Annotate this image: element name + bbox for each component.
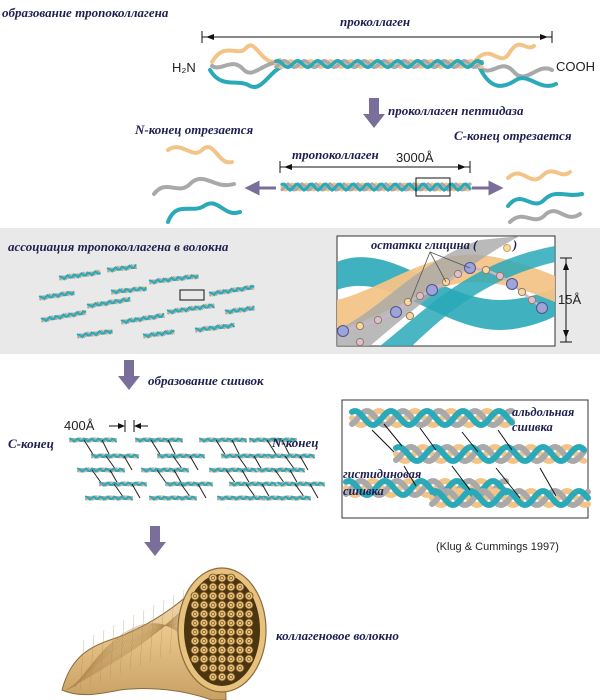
down-arrow-2: [118, 360, 140, 390]
tropocollagen-label: тропоколлаген: [292, 147, 379, 162]
down-arrow-1: [363, 98, 385, 128]
histidine-crosslink-label-1: гистидиновая: [343, 467, 422, 481]
tropocollagen-zoom-box: [415, 177, 451, 197]
tropocollagen-formation-title: образование тропоколлагена: [2, 5, 169, 20]
crosslinked-array: [69, 437, 325, 502]
n-end-cut-label: N-конец отрезается: [135, 122, 254, 137]
c-end-cut-label: C-конец отрезается: [454, 128, 572, 143]
cleaved-c-fragments: [506, 169, 584, 224]
tropocollagen-dimension: [279, 161, 471, 173]
procollagen-molecule: [208, 42, 558, 89]
citation: (Klug & Cummings 1997): [436, 541, 559, 553]
collagen-fiber: [61, 567, 267, 700]
glycine-chain: [337, 262, 548, 347]
glycine-inset: [336, 235, 572, 347]
glycine-label-close: ): [513, 238, 518, 252]
helix-15-label: 15Å: [558, 292, 582, 307]
glycine-legend-dot: [503, 244, 511, 252]
crosslink-inset: [341, 399, 591, 519]
gap-400-dimension: [109, 420, 148, 432]
aldol-crosslink-label-1: альдольная: [512, 405, 575, 419]
collagen-fiber-label: коллагеновое волокно: [276, 628, 399, 643]
association-label: ассоциация тропоколлагена в волокна: [8, 239, 229, 254]
gap-400-label: 400Å: [64, 418, 95, 433]
procollagen-dimension: [201, 31, 553, 43]
peptidase-label: проколлаген пептидаза: [388, 103, 524, 118]
procollagen-label: проколлаген: [340, 14, 411, 29]
cleaved-n-fragments: [152, 145, 242, 224]
cooh-terminus-label: COOH: [556, 59, 595, 74]
assembly-zoom-box: [179, 289, 205, 301]
crosslink-formation-label: образование сшивок: [148, 373, 264, 388]
histidine-crosslink-label-2: сшивка: [343, 484, 384, 498]
n-end-label: N-конец: [272, 435, 319, 450]
h2n-terminus-label: H₂N: [172, 60, 196, 75]
down-arrow-3: [144, 526, 166, 556]
c-end-label: C-конец: [8, 436, 54, 451]
tropocollagen-molecule: [280, 177, 472, 197]
glycine-label: остатки глицина (: [371, 238, 478, 252]
tropocollagen-assembly: [38, 263, 255, 339]
aldol-crosslink-label-2: сшивка: [512, 420, 553, 434]
length-3000-label: 3000Å: [396, 150, 434, 165]
